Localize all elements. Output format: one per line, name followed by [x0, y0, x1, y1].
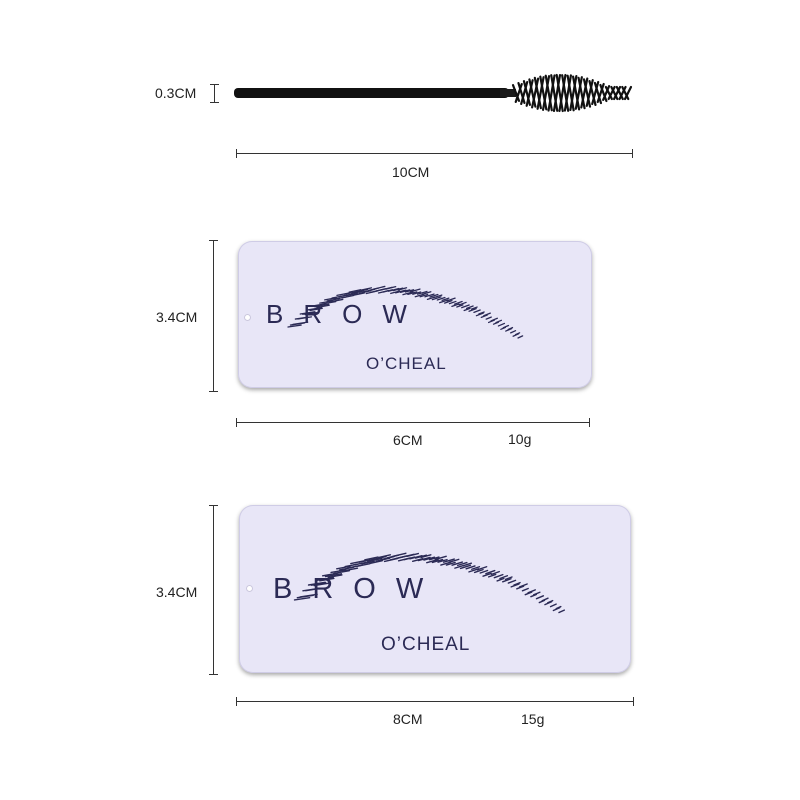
tin-small-weight-label: 10g: [508, 431, 532, 447]
tin-large-width-line: [236, 701, 634, 702]
length-dim-tick-right: [632, 149, 633, 158]
mascara-spoolie-brush-icon: [234, 73, 633, 113]
eyebrow-illustration-icon: [287, 285, 524, 339]
tin-large-width-tick-left: [236, 697, 237, 706]
spoolie-length-label: 10CM: [392, 164, 430, 180]
length-dim-line: [236, 153, 633, 154]
tin-large-height-line: [213, 505, 214, 675]
tin-large-brow-text: BROW: [273, 573, 444, 605]
thickness-dim-line: [214, 84, 215, 103]
tin-large-height-tick-top: [209, 505, 218, 506]
tin-large-width-tick-right: [633, 697, 634, 706]
tin-large-weight-label: 15g: [521, 711, 545, 727]
tin-small: BROW O’CHEAL: [238, 241, 592, 388]
thickness-dim-tick-bottom: [210, 102, 219, 103]
tin-small-height-line: [213, 240, 214, 392]
tin-large-hole: [246, 585, 253, 592]
tin-small-width-label: 6CM: [393, 432, 423, 448]
tin-small-hole: [244, 314, 251, 321]
tin-small-brand: O’CHEAL: [366, 354, 447, 373]
tin-small-width-tick-left: [236, 418, 237, 427]
tin-small-height-tick-top: [209, 240, 218, 241]
tin-small-width-line: [236, 422, 590, 423]
tin-large-brand: O’CHEAL: [381, 634, 471, 655]
tin-small-height-label: 3.4CM: [156, 309, 198, 325]
eyebrow-illustration-icon: [293, 552, 566, 614]
tin-large-height-tick-bottom: [209, 674, 218, 675]
spoolie-thickness-label: 0.3CM: [155, 85, 197, 101]
tin-large: BROW O’CHEAL: [239, 505, 631, 673]
thickness-dim-tick-top: [210, 84, 219, 85]
tin-small-brow-text: BROW: [266, 299, 427, 329]
tin-small-height-tick-bottom: [209, 391, 218, 392]
tin-large-width-label: 8CM: [393, 711, 423, 727]
length-dim-tick-left: [236, 149, 237, 158]
tin-small-width-tick-right: [589, 418, 590, 427]
tin-large-height-label: 3.4CM: [156, 584, 198, 600]
